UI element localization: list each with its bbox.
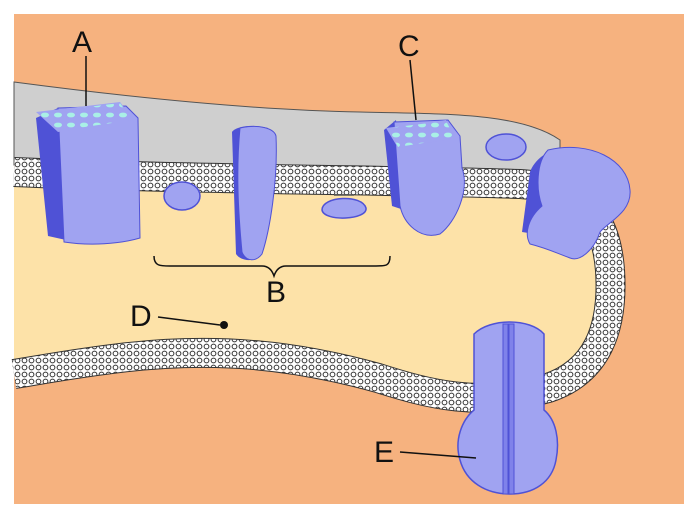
channel-protein-e	[457, 321, 559, 495]
transmembrane-protein-b	[232, 125, 277, 261]
label-b: B	[266, 276, 286, 309]
leader-line-e	[399, 451, 477, 459]
label-a: A	[72, 26, 92, 59]
label-e: E	[374, 436, 394, 469]
glycoprotein-c	[384, 119, 465, 236]
peripheral-protein-left	[163, 181, 201, 211]
point-d-dot	[220, 321, 228, 329]
leader-line-c	[409, 59, 417, 121]
integral-glycoprotein-a	[36, 102, 141, 245]
peripheral-protein-inner	[321, 197, 367, 219]
label-d: D	[130, 300, 152, 333]
label-c: C	[398, 30, 420, 63]
bracket-b	[153, 255, 391, 279]
leader-line-d	[157, 316, 221, 326]
channel-protein-right	[522, 146, 631, 260]
peripheral-protein-top	[485, 133, 527, 161]
cytoplasm	[14, 180, 603, 389]
